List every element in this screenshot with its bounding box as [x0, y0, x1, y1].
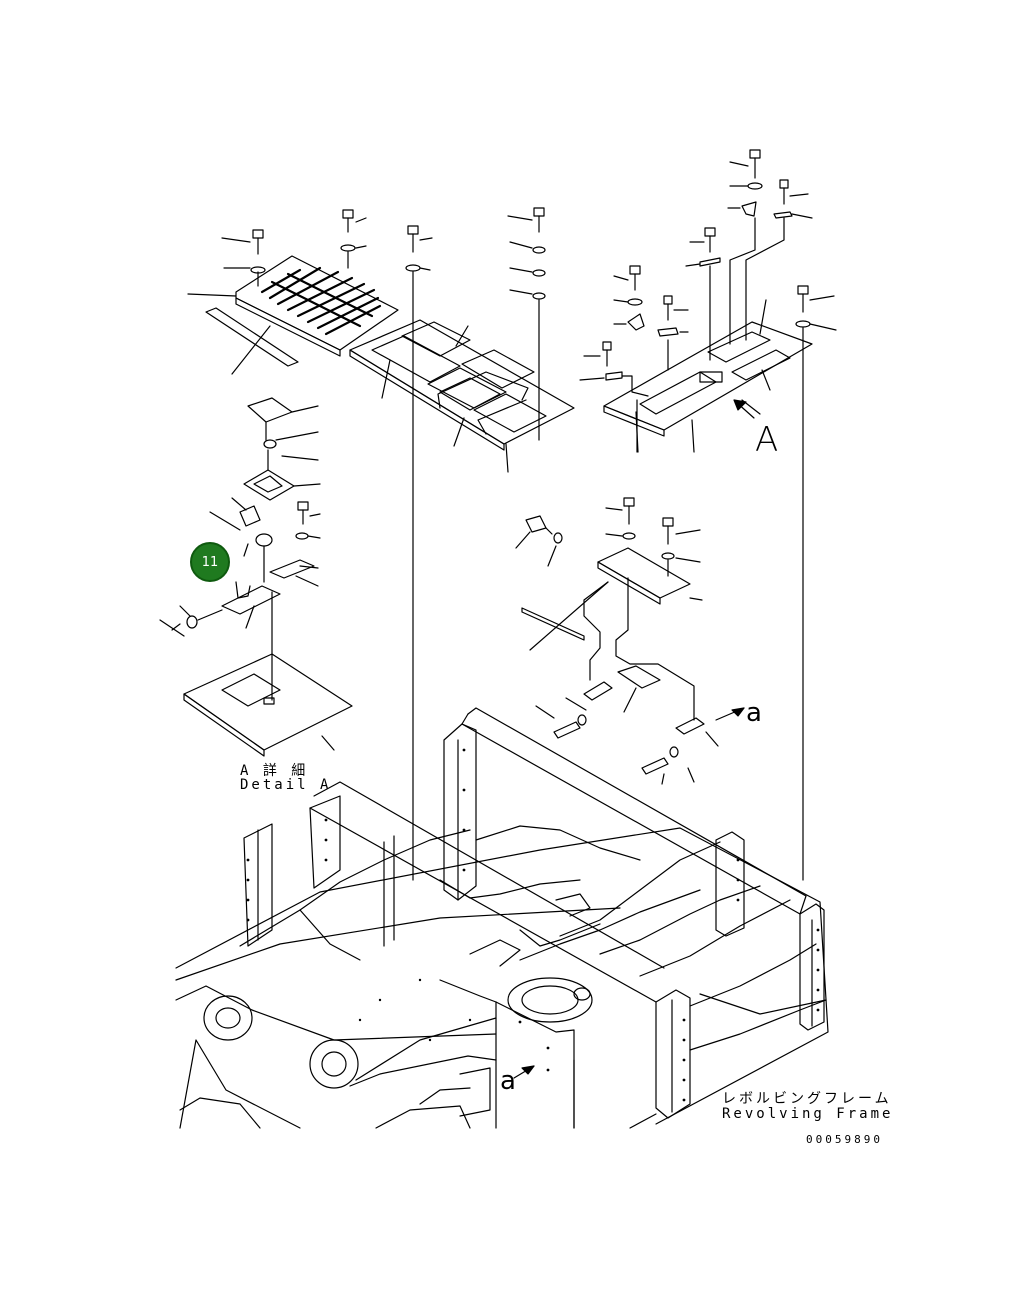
view-a-label: A: [755, 420, 779, 460]
floor-plate-right: [579, 149, 837, 881]
drawing-number: 00059890: [806, 1133, 883, 1146]
latch-assembly-detail: [159, 397, 353, 757]
detail-a-label-jp: A 詳 細: [240, 763, 309, 779]
part-callout-11[interactable]: 11: [190, 542, 230, 582]
revolving-frame-label-jp: レボルビングフレーム: [722, 1091, 892, 1107]
revolving-frame-label-en: Revolving Frame: [722, 1106, 894, 1122]
cover-plate-perforated: [187, 255, 399, 375]
bracket-assembly-middle: [513, 497, 745, 1079]
revolving-frame: [175, 707, 829, 1129]
arrow-a-label-top: a: [746, 698, 762, 728]
view-arrow-icon: [733, 399, 761, 419]
arrow-a-label-bottom: a: [500, 1066, 516, 1096]
floor-plate-middle: [349, 207, 575, 881]
bolt-set-left: [221, 209, 367, 287]
detail-a-label-en: Detail A: [240, 777, 332, 793]
